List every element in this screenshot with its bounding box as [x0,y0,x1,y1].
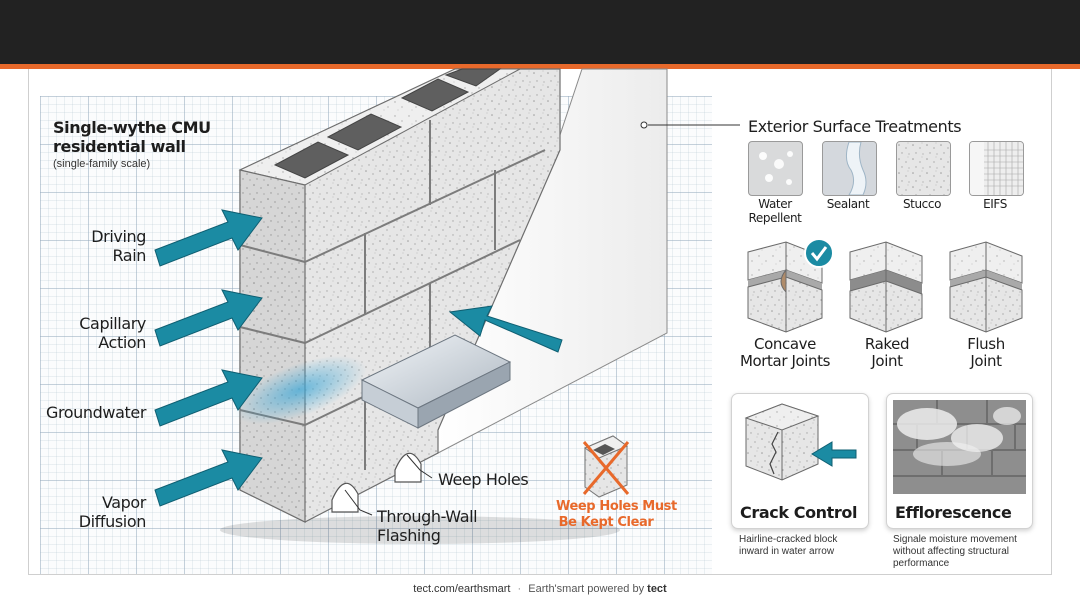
concave-joint-diagram [747,238,834,333]
header-accent-stripe [0,64,1080,69]
swatch-label-stucco: Stucco [902,197,942,211]
footer-brand: tect [647,583,667,595]
cracked-block-icon [744,403,857,481]
header-bar [0,0,1080,64]
raked-joint-diagram [849,241,923,333]
crack-control-card: Crack Control [731,393,869,529]
eifs-mesh-icon [969,141,1024,196]
groundwater-arrow [154,369,263,427]
driving-rain-arrow [154,209,263,267]
water-droplets-icon [748,141,803,196]
vapor-diffusion-arrow [154,449,263,507]
footer-separator: · [517,583,522,595]
footer-url[interactable]: tect.com/earthsmart [413,583,511,595]
footer: tect.com/earthsmart · Earth'smart powere… [0,583,1080,595]
inward-water-arrow [448,305,563,353]
efflorescence-card: Efflorescence [886,393,1033,529]
swatch-label-eifs: EIFS [983,197,1007,211]
stucco-texture-icon [896,141,951,196]
treatments-heading: Exterior Surface Treatments [748,117,962,136]
capillary-action-arrow [154,289,263,347]
crack-control-title: Crack Control [740,503,858,522]
weep-holes-warning-icon [582,435,630,498]
efflorescence-title: Efflorescence [895,503,1012,522]
wall-subtitle: (single-family scale) [53,158,151,170]
swatch-label-sealant: Sealant [826,197,870,211]
sealant-bead-icon [822,141,877,196]
footer-tagline: Earth'smart powered by [528,583,645,595]
wall-title-line1: Single-wythe CMU [53,118,211,137]
efflorescence-photo [893,400,1026,498]
wall-title-line2: residential wall [53,137,186,156]
force-label-groundwater: Groundwater [45,403,146,422]
weep-holes-label: Weep Holes [438,470,529,489]
flush-joint-diagram [949,241,1023,333]
